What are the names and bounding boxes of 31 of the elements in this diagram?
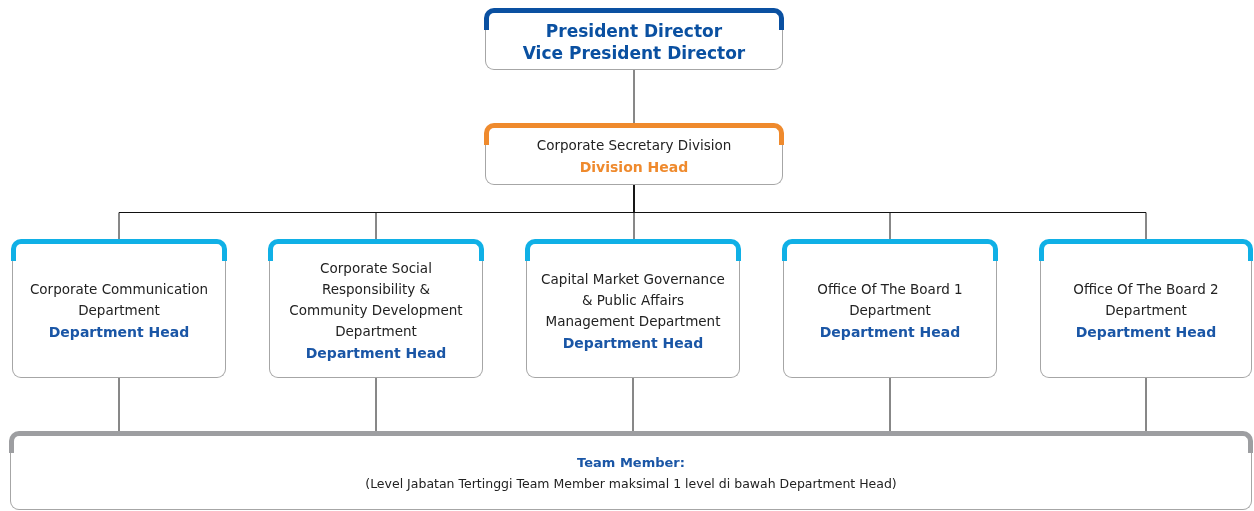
- role-title: Team Member:: [577, 454, 685, 473]
- connector-line: [118, 377, 120, 433]
- note-text: (Level Jabatan Tertinggi Team Member maksimal 1 level di bawah Department Head): [365, 475, 897, 494]
- role-title: Department Head: [562, 333, 704, 353]
- connector-line: [375, 377, 377, 433]
- title-text: President Director: [545, 19, 723, 42]
- role-title: Department Head: [819, 323, 961, 343]
- org-box: [1040, 240, 1252, 378]
- connector-line: [632, 377, 634, 433]
- unit-name: Capital Market Governance & Public Affairs Management Department: [540, 269, 726, 331]
- connector-line: [633, 69, 635, 125]
- org-box: [269, 240, 483, 378]
- connector-line: [889, 377, 891, 433]
- role-title: Division Head: [579, 158, 689, 178]
- org-box: [485, 124, 783, 185]
- connector-line: [1145, 377, 1147, 433]
- role-title: Department Head: [48, 323, 190, 343]
- unit-name: Office Of The Board 2 Department: [1072, 280, 1220, 321]
- org-box: [783, 240, 997, 378]
- title-text: Vice President Director: [522, 42, 746, 65]
- org-box: [526, 240, 740, 378]
- org-box: [485, 9, 783, 70]
- role-title: Department Head: [1075, 323, 1217, 343]
- team-box: [10, 432, 1252, 510]
- connector-line: [633, 184, 1147, 241]
- role-title: Department Head: [305, 344, 447, 364]
- org-box: [12, 240, 226, 378]
- unit-name: Corporate Social Responsibility & Community Development Department: [288, 259, 464, 342]
- unit-name: Corporate Communication Department: [28, 280, 210, 321]
- unit-name: Corporate Secretary Division: [536, 136, 732, 156]
- unit-name: Office Of The Board 1 Department: [816, 280, 964, 321]
